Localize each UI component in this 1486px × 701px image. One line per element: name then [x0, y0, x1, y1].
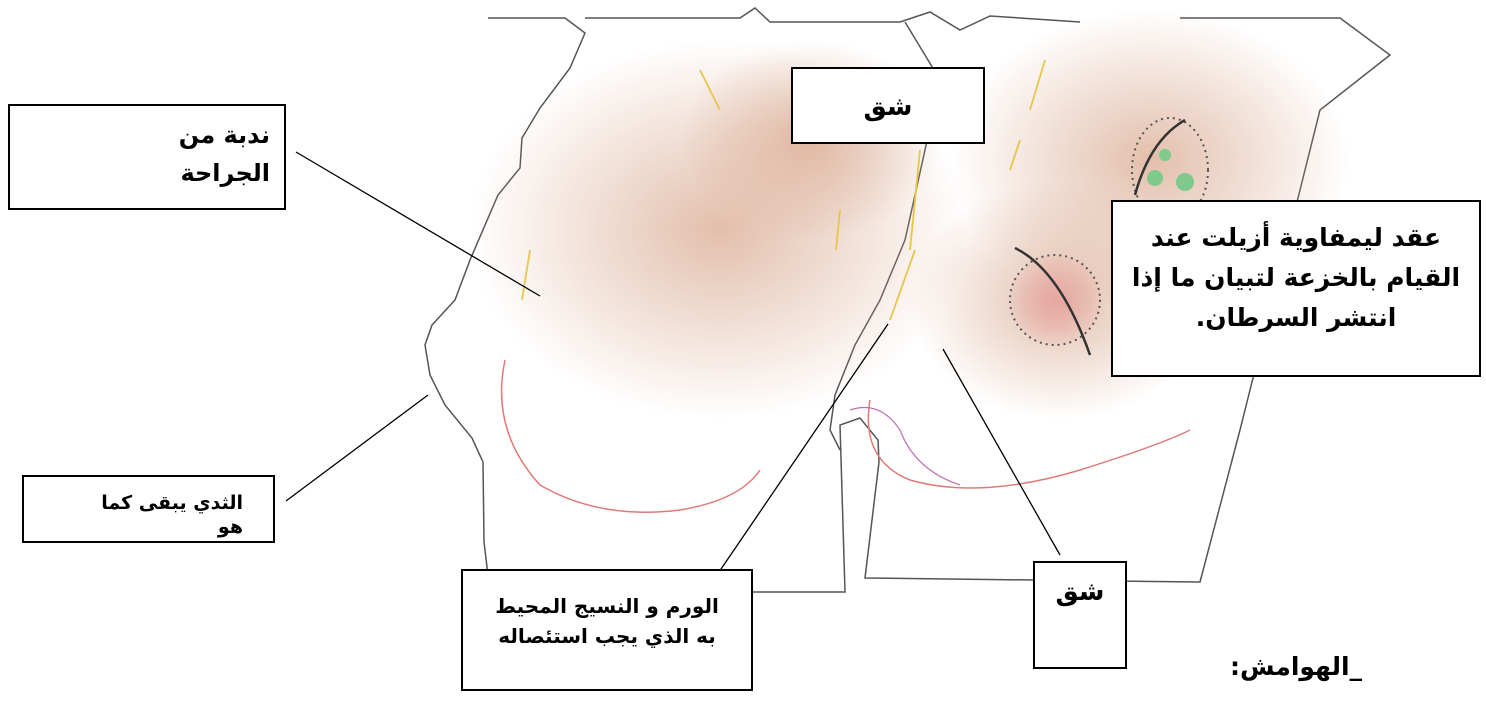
label-tumor-line1: الورم و النسيج المحيط	[463, 591, 751, 621]
label-incision-top: شق	[791, 67, 985, 144]
label-tumor-line2: به الذي يجب استئصاله	[463, 621, 751, 651]
lymph-node	[1147, 170, 1163, 186]
label-breast-line2: هو	[24, 515, 243, 539]
label-scar-line1: ندبة من	[10, 116, 270, 154]
lymph-node	[1176, 173, 1194, 191]
tumor-area	[1010, 255, 1100, 345]
lymph-node	[1159, 149, 1171, 161]
label-surgery-scar: ندبة من الجراحة	[8, 104, 286, 210]
label-nodes-line2: القيام بالخزعة لتبيان ما إذا	[1113, 258, 1479, 298]
label-incision-bottom-text: شق	[1035, 563, 1125, 621]
margins-caption: _الهوامش:	[1230, 652, 1362, 681]
leader-breast	[286, 395, 428, 501]
left-torso-top	[585, 8, 1080, 30]
label-lymph-nodes: عقد ليمفاوية أزيلت عند القيام بالخزعة لت…	[1111, 200, 1481, 377]
label-scar-line2: الجراحة	[10, 154, 270, 192]
label-nodes-line3: انتشر السرطان.	[1113, 298, 1479, 338]
label-incision-top-text: شق	[793, 69, 983, 144]
label-nodes-line1: عقد ليمفاوية أزيلت عند	[1113, 218, 1479, 258]
breast-fold-line	[850, 408, 960, 486]
label-tumor-tissue: الورم و النسيج المحيط به الذي يجب استئصا…	[461, 569, 753, 691]
label-incision-bottom: شق	[1033, 561, 1127, 669]
label-breast-line1: الثدي يبقى كما	[24, 491, 243, 515]
label-breast-remains: الثدي يبقى كما هو	[22, 475, 275, 543]
